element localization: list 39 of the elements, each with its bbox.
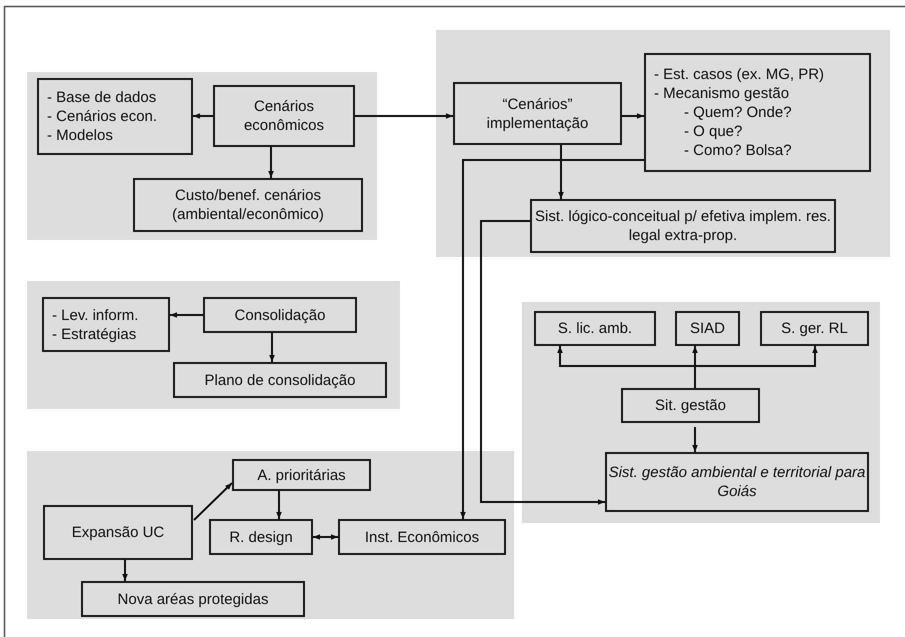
process-box: Sist. gestão ambiental e territorial para Goiás [605,452,869,512]
arrow [122,560,128,581]
arrow [313,534,338,540]
process-box: Plano de consolidação [173,362,387,398]
process-box: S. lic. amb. [534,311,656,346]
process-box: R. design [209,519,313,555]
group-panel [27,451,514,619]
arrow [269,333,275,362]
process-box: “Cenários” implementação [453,82,622,145]
arrow [268,147,274,178]
process-box: Sist. lógico-conceitual p/ efetiva implem. res. legal extra-prop. [530,199,836,253]
arrow [692,427,698,452]
process-box: Expansão UC [43,505,193,560]
process-box: Custo/benef. cenários (ambiental/econômico) [133,178,363,232]
arrow [558,145,564,199]
process-box: S. ger. RL [760,311,869,346]
group-panel [522,302,880,523]
process-box: A. prioritárias [232,459,371,491]
arrow [355,113,453,119]
process-box: Sit. gestão [621,388,760,423]
arrow [276,491,282,519]
arrow [460,159,644,519]
group-panel [27,281,400,409]
group-panel [27,72,377,240]
process-box: - Est. casos (ex. MG, PR) - Mecanismo gestão - Quem? Onde? - O que? - Como? Bolsa? [644,53,871,172]
process-box: - Lev. inform. - Estratégias [42,297,170,352]
arrow [480,220,605,505]
group-panel [436,30,890,257]
arrow [170,312,203,318]
process-box: Inst. Econômicos [338,519,506,555]
arrow [694,346,818,388]
arrow [193,113,213,119]
process-box: Nova aréas protegidas [81,581,305,617]
process-box: Cenários econômicos [213,85,355,147]
arrow [193,482,233,521]
process-box: Consolidação [203,297,357,333]
process-box: SIAD [675,311,740,346]
arrow [622,113,644,119]
process-box: - Base de dados - Cenários econ. - Modelos [37,78,193,155]
